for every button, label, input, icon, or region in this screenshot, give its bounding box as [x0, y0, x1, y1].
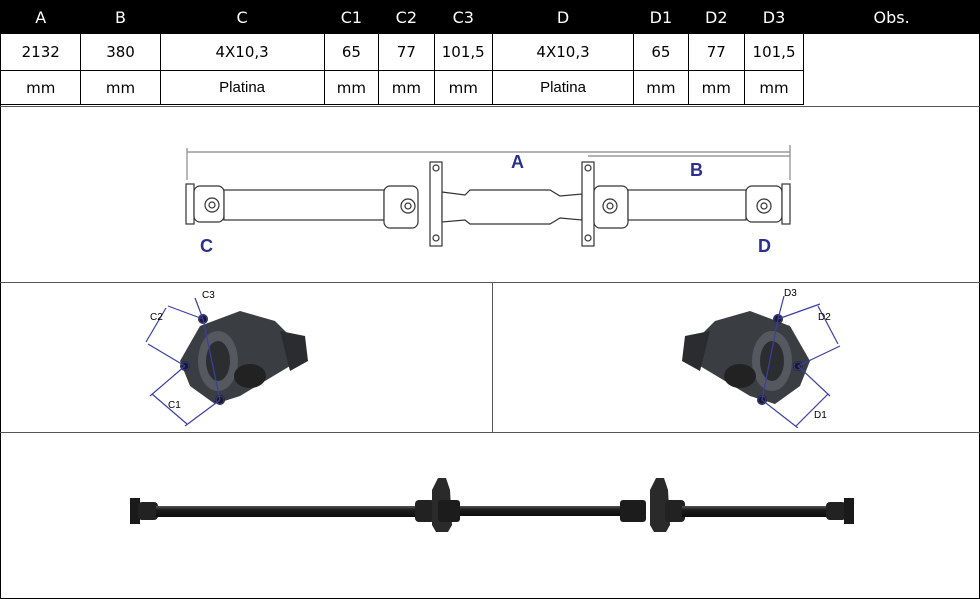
divider	[492, 282, 493, 432]
unit-c2: mm	[378, 70, 435, 105]
label-c: C	[200, 236, 213, 256]
unit-c: Platina	[159, 70, 325, 105]
value-obs	[803, 33, 980, 105]
spec-table: A B C C1 C2 C3 D D1 D2 D3 Obs. 2132 380 …	[0, 0, 980, 105]
header-b: B	[80, 0, 161, 34]
unit-b: mm	[80, 70, 161, 105]
header-row: A B C C1 C2 C3 D D1 D2 D3 Obs.	[0, 0, 980, 34]
label-a: A	[511, 152, 524, 172]
divider	[0, 282, 980, 283]
label-b: B	[690, 160, 703, 180]
label-d1: D1	[814, 410, 827, 421]
header-d1: D1	[633, 0, 689, 34]
value-c1: 65	[323, 33, 380, 71]
value-d1: 65	[633, 33, 689, 71]
label-c2: C2	[150, 312, 163, 323]
divider	[0, 106, 980, 107]
header-d2: D2	[687, 0, 745, 34]
header-obs: Obs.	[803, 0, 980, 34]
value-d: 4X10,3	[491, 33, 635, 71]
value-c2: 77	[378, 33, 435, 71]
label-c3: C3	[202, 290, 215, 301]
label-c1: C1	[168, 400, 181, 411]
divider	[0, 432, 980, 433]
header-d3: D3	[743, 0, 805, 34]
unit-c1: mm	[323, 70, 380, 105]
values-row: 2132 380 4X10,3 65 77 101,5 4X10,3 65 77…	[0, 33, 980, 105]
header-d: D	[491, 0, 635, 34]
header-c2: C2	[378, 0, 435, 34]
value-a: 2132	[0, 33, 82, 71]
label-d2: D2	[818, 312, 831, 323]
value-b: 380	[80, 33, 161, 71]
shaft-drawing: A B C D	[185, 145, 791, 256]
value-d3: 101,5	[743, 33, 805, 71]
label-d3: D3	[784, 288, 797, 299]
units-row: mm mm Platina mm mm mm Platina mm mm mm	[0, 70, 980, 105]
unit-c3: mm	[433, 70, 493, 105]
value-d2: 77	[687, 33, 745, 71]
unit-d1: mm	[633, 70, 689, 105]
unit-d3: mm	[743, 70, 805, 105]
unit-d: Platina	[491, 70, 635, 105]
unit-a: mm	[0, 70, 82, 105]
flange-left-detail: C3 C2 C1	[145, 290, 308, 427]
unit-d2: mm	[687, 70, 745, 105]
shaft-photo	[130, 478, 854, 532]
value-c3: 101,5	[433, 33, 493, 71]
value-c: 4X10,3	[159, 33, 325, 71]
header-a: A	[0, 0, 82, 34]
header-c1: C1	[323, 0, 380, 34]
header-c3: C3	[433, 0, 493, 34]
header-c: C	[159, 0, 325, 34]
label-d: D	[758, 236, 771, 256]
flange-right-detail: D3 D2 D1	[682, 288, 841, 428]
